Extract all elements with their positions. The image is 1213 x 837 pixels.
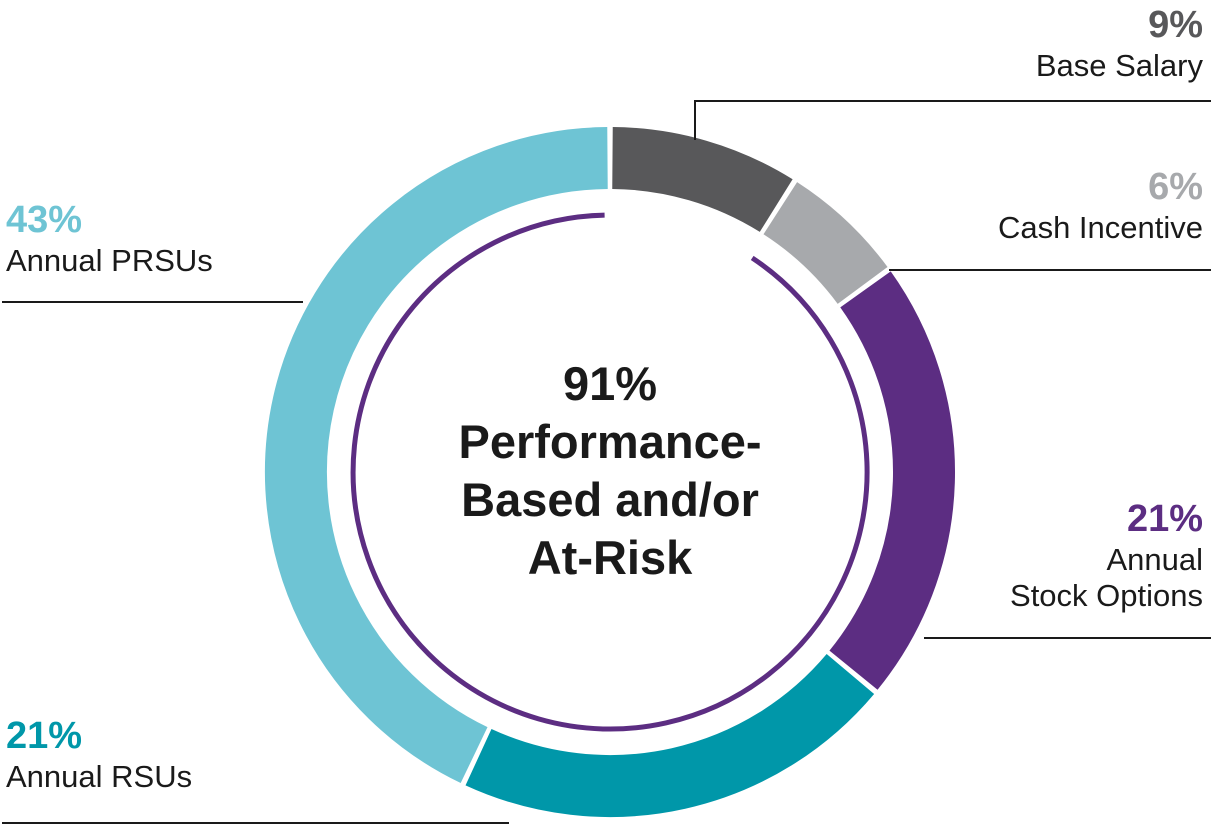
cash-incentive-name: Cash Incentive (997, 209, 1203, 245)
center-line-percent: 91% (562, 357, 658, 410)
center-line-3: Based and/or (461, 473, 759, 526)
donut-segment-annual-prsus (264, 127, 608, 784)
center-label: 91% Performance- Based and/or At-Risk (459, 355, 762, 587)
donut-segment-cash-incentive (763, 182, 888, 305)
donut-segments (264, 127, 955, 818)
cash-incentive-percent: 6% (1148, 166, 1203, 208)
leader-line-base-salary (694, 100, 1211, 140)
annual-rsus-name: Annual RSUs (6, 758, 193, 794)
stock-options-name-line2: Stock Options (1010, 578, 1203, 614)
base-salary-percent: 9% (1148, 4, 1203, 46)
stock-options-percent: 21% (1126, 498, 1203, 540)
base-salary-name: Base Salary (1035, 47, 1203, 83)
label-base-salary: 9% Base Salary (1036, 3, 1203, 84)
donut-segment-annual-rsus (465, 653, 875, 818)
donut-segment-annual-stock-options (829, 271, 955, 690)
center-line-4: At-Risk (527, 531, 693, 584)
label-annual-rsus: 21% Annual RSUs (6, 714, 192, 795)
annual-prsus-percent: 43% (6, 199, 83, 241)
annual-prsus-name: Annual PRSUs (6, 242, 213, 278)
label-cash-incentive: 6% Cash Incentive (998, 165, 1203, 246)
stock-options-name-line1: Annual (1106, 541, 1203, 577)
donut-segment-base-salary (611, 127, 793, 233)
highlight-arc-performance-based (350, 212, 870, 732)
annual-rsus-percent: 21% (6, 715, 83, 757)
label-annual-prsus: 43% Annual PRSUs (6, 198, 213, 279)
center-line-2: Performance- (458, 415, 762, 468)
label-stock-options: 21% Annual Stock Options (1010, 497, 1203, 614)
